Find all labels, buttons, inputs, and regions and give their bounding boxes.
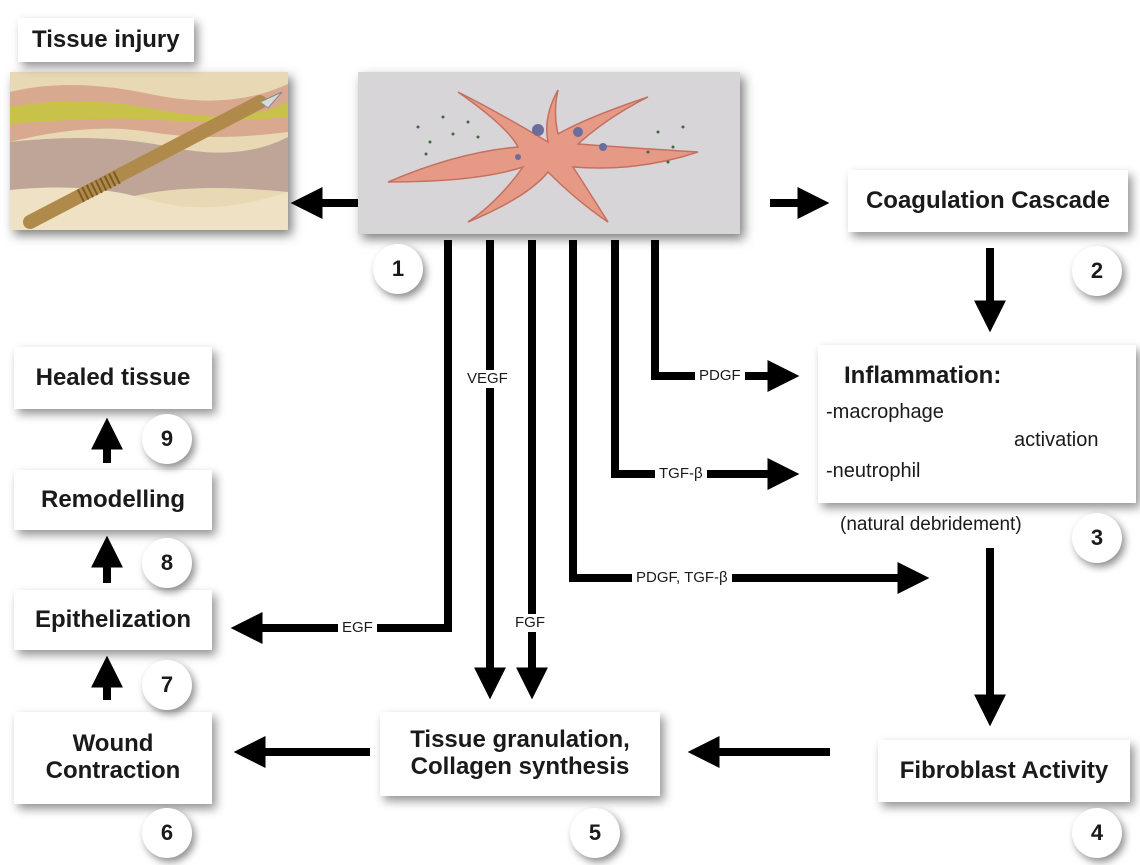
step-number-6: 6: [142, 808, 192, 858]
activated-platelet-image: [358, 72, 740, 234]
wound-contraction-box: Wound Contraction: [14, 712, 212, 804]
platelet-illustration: [358, 72, 740, 234]
factor-fgf: FGF: [511, 614, 549, 632]
remodelling-box: Remodelling: [14, 470, 212, 530]
natural-debridement-label: (natural debridement): [840, 514, 1022, 536]
fibroblast-activity-box: Fibroblast Activity: [878, 740, 1130, 802]
factor-vegf: VEGF: [463, 370, 512, 388]
factor-tgf: TGF-β: [655, 465, 707, 483]
activation-label: activation: [1014, 429, 1099, 451]
tissue-granulation-label: Tissue granulation,: [410, 727, 630, 754]
coagulation-cascade-box: Coagulation Cascade: [848, 170, 1128, 232]
arrow-egf: [245, 240, 448, 628]
factor-egf: EGF: [338, 619, 377, 637]
inflammation-box: Inflammation: -macrophage -neutrophil ac…: [818, 345, 1136, 503]
macrophage-label: -macrophage: [826, 401, 944, 423]
step-number-8: 8: [142, 538, 192, 588]
healed-tissue-box: Healed tissue: [14, 347, 212, 409]
epithelization-label: Epithelization: [35, 607, 191, 634]
arrow-pdgf: [655, 240, 785, 376]
neutrophil-label: -neutrophil: [826, 460, 921, 482]
factor-pdgf: PDGF: [695, 367, 745, 385]
arrow-tgf: [615, 240, 785, 474]
healed-tissue-label: Healed tissue: [36, 365, 191, 392]
step-number-1: 1: [373, 244, 423, 294]
step-number-7: 7: [142, 660, 192, 710]
step-number-2: 2: [1072, 246, 1122, 296]
epithelization-box: Epithelization: [14, 590, 212, 650]
tissue-injury-label: Tissue injury: [18, 18, 194, 62]
inflammation-title: Inflammation:: [844, 363, 1001, 390]
coagulation-cascade-label: Coagulation Cascade: [866, 188, 1110, 215]
tissue-injury-illustration: [10, 72, 288, 230]
incision-scalpel-image: [10, 72, 288, 230]
remodelling-label: Remodelling: [41, 487, 185, 514]
step-number-4: 4: [1072, 808, 1122, 858]
step-number-5: 5: [570, 808, 620, 858]
fibroblast-activity-label: Fibroblast Activity: [900, 758, 1108, 785]
contraction-label: Contraction: [46, 758, 181, 785]
step-number-9: 9: [142, 414, 192, 464]
step-number-3: 3: [1072, 513, 1122, 563]
tissue-granulation-box: Tissue granulation, Collagen synthesis: [380, 712, 660, 796]
collagen-synthesis-label: Collagen synthesis: [411, 754, 630, 781]
factor-pdgf-tgf: PDGF, TGF-β: [632, 569, 732, 587]
wound-label: Wound: [73, 731, 154, 758]
